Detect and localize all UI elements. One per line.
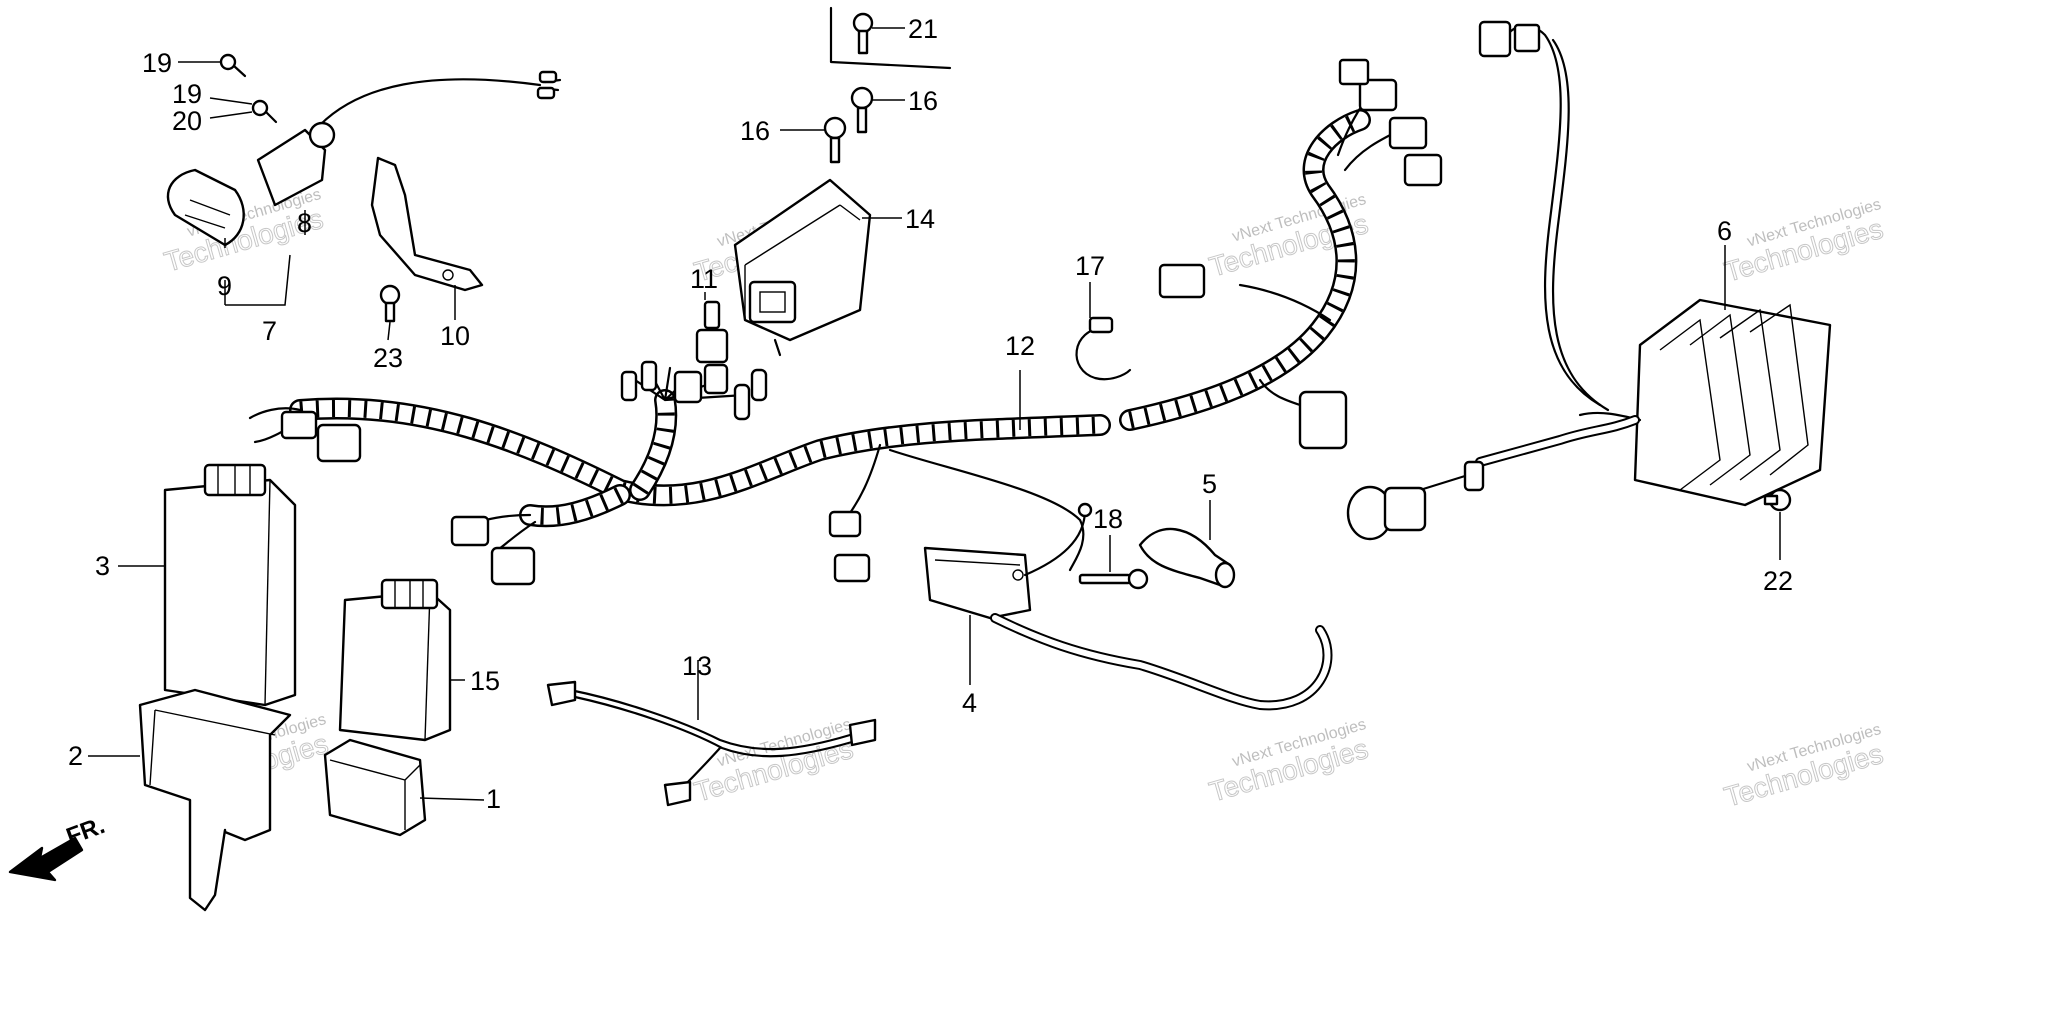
part-13-ground-wire (546, 680, 877, 807)
callout-7: 7 (262, 316, 277, 346)
callout-1: 1 (486, 784, 501, 814)
callout-22: 22 (1763, 566, 1793, 596)
callout-17: 17 (1075, 251, 1105, 281)
part-16-bolt-lower (823, 116, 847, 164)
front-direction-label: FR. (63, 812, 109, 851)
callout-labels: 1 2 3 4 5 6 7 8 9 10 11 12 13 14 15 16 1… (68, 14, 1793, 814)
part-4-ignition-coil (923, 502, 1333, 711)
callout-16-upper: 16 (908, 86, 938, 116)
part-16-bolt-upper (850, 86, 874, 134)
front-direction-arrow: FR. (8, 812, 109, 882)
callout-15: 15 (470, 666, 500, 696)
callout-18: 18 (1093, 504, 1123, 534)
callout-13: 13 (682, 651, 712, 681)
callout-3: 3 (95, 551, 110, 581)
part-2-holder (138, 688, 292, 912)
callout-8: 8 (297, 208, 312, 238)
part-15-unit (338, 578, 452, 742)
part-3-cdi-unit (163, 463, 297, 707)
callout-23: 23 (373, 343, 403, 373)
callout-20: 20 (172, 106, 202, 136)
callout-6: 6 (1717, 216, 1732, 246)
connector-cluster (620, 360, 768, 421)
part-19-screw-b (251, 99, 278, 124)
callout-19-lower: 19 (172, 79, 202, 109)
callout-19-upper: 19 (142, 48, 172, 78)
part-1-cover (323, 738, 427, 837)
callout-11: 11 (690, 264, 718, 294)
part-10-bracket (370, 156, 484, 292)
callout-9: 9 (217, 271, 232, 301)
part-21-bolt (829, 6, 952, 70)
part-23-bolt (379, 284, 401, 323)
callout-16-lower: 16 (740, 116, 770, 146)
part-14-fuse-box (733, 178, 872, 357)
callout-5: 5 (1202, 469, 1217, 499)
part-7-switch-assembly (166, 70, 562, 247)
callout-21: 21 (908, 14, 938, 44)
callout-12: 12 (1005, 331, 1035, 361)
callout-14: 14 (905, 204, 935, 234)
part-17-clamp (1075, 316, 1132, 381)
part-5-spark-plug-cap (1138, 527, 1236, 589)
part-18-bolt (1078, 568, 1149, 590)
part-22-bolt (1763, 488, 1792, 512)
part-6-regulator-rectifier (1346, 20, 1832, 541)
wire-harness-main (248, 58, 1443, 586)
callout-10: 10 (440, 321, 470, 351)
part-11-relay (695, 300, 729, 364)
leader-lines (88, 27, 1781, 801)
callout-2: 2 (68, 741, 83, 771)
part-19-screw-a (219, 53, 247, 78)
callout-4: 4 (962, 688, 977, 718)
